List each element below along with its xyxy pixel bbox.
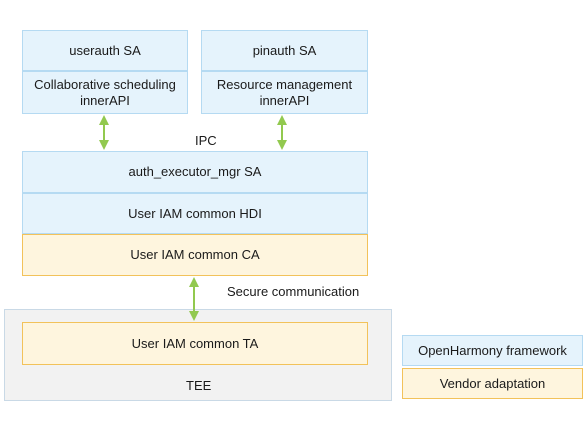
legend-framework-label: OpenHarmony framework [418,342,567,358]
pinauth-sa-box: pinauth SA [201,30,368,71]
auth-executor-mgr-label: auth_executor_mgr SA [128,164,262,179]
common-hdi-box: User IAM common HDI [22,193,368,234]
legend-vendor: Vendor adaptation [402,368,583,399]
common-ta-box: User IAM common TA [22,322,368,365]
resource-management-api-label: Resource management innerAPI [216,76,353,108]
tee-label: TEE [186,378,212,393]
common-ca-label: User IAM common CA [130,247,260,262]
resource-management-api-box: Resource management innerAPI [201,71,368,114]
collaborative-scheduling-api-box: Collaborative scheduling innerAPI [22,71,188,114]
userauth-sa-box: userauth SA [22,30,188,71]
legend-vendor-label: Vendor adaptation [439,375,546,391]
legend-framework: OpenHarmony framework [402,335,583,366]
ipc-label: IPC [195,133,217,148]
pinauth-sa-label: pinauth SA [252,42,317,58]
userauth-sa-label: userauth SA [69,42,141,58]
common-ta-label: User IAM common TA [131,335,259,351]
collaborative-scheduling-api-label: Collaborative scheduling innerAPI [34,76,176,108]
common-ca-box: User IAM common CA [22,234,368,276]
secure-communication-label: Secure communication [227,284,360,299]
auth-executor-mgr-box: auth_executor_mgr SA [22,151,368,193]
common-hdi-label: User IAM common HDI [128,205,262,221]
